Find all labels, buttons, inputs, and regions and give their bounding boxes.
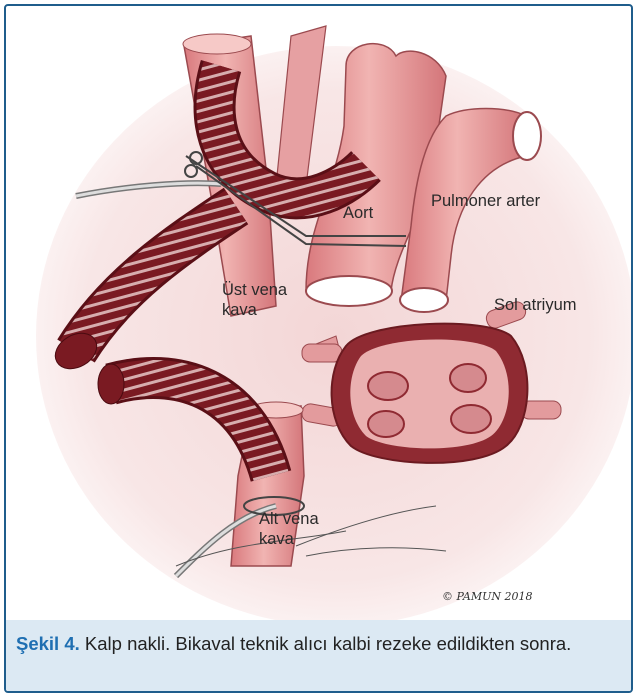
caption-label: Şekil 4.	[16, 633, 80, 654]
label-alt-vena-line1: Alt vena	[259, 510, 319, 528]
caption-band: Şekil 4. Kalp nakli. Bikaval teknik alıc…	[6, 620, 631, 691]
artist-signature: © PAMUN 2018	[442, 590, 532, 603]
label-ust-vena-line2: kava	[222, 301, 258, 319]
label-alt-vena-line2: kava	[259, 530, 295, 548]
figure-caption: Şekil 4. Kalp nakli. Bikaval teknik alıc…	[16, 630, 616, 658]
figure-frame: Aort Pulmoner arter Üst vena kava Sol at…	[4, 4, 633, 693]
label-sol-atriyum: Sol atriyum	[494, 296, 577, 314]
label-pulmoner-arter: Pulmoner arter	[431, 192, 541, 210]
label-aort: Aort	[343, 204, 374, 222]
heart-transplant-illustration: Aort Pulmoner arter Üst vena kava Sol at…	[6, 6, 631, 620]
label-ust-vena-line1: Üst vena	[222, 281, 288, 299]
caption-text: Kalp nakli. Bikaval teknik alıcı kalbi r…	[80, 633, 572, 654]
